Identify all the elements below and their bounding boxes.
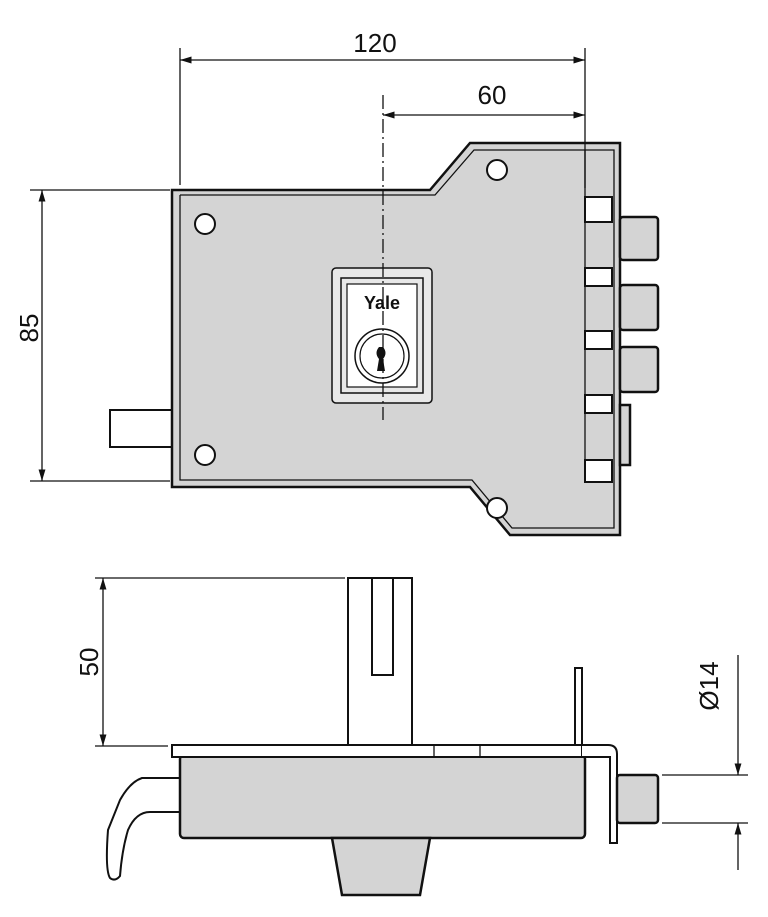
- dimension-lines-front: 120 60 85: [14, 28, 586, 482]
- dim-diameter-14: Ø14: [694, 661, 724, 710]
- handle-lever: [105, 777, 182, 881]
- bracket: [582, 744, 618, 844]
- dimension-lines-side: 50 Ø14: [74, 577, 748, 870]
- screw-hole-icon: [194, 213, 216, 235]
- screw-hole-icon: [194, 444, 216, 466]
- dim-120: 120: [353, 28, 396, 58]
- side-view: [105, 577, 660, 897]
- screw-hole-icon: [486, 497, 508, 519]
- dim-60: 60: [478, 80, 507, 110]
- yale-logo: Yale: [364, 293, 400, 313]
- latch-bolt-left: [109, 409, 175, 448]
- strike-tab: [574, 667, 583, 746]
- side-body: [178, 753, 587, 840]
- dim-85: 85: [14, 314, 44, 343]
- bolt-side: [615, 773, 660, 825]
- key-escutcheon: Yale: [331, 267, 433, 404]
- deadbolts: [618, 215, 660, 467]
- screw-hole-icon: [486, 159, 508, 181]
- dim-50: 50: [74, 648, 104, 677]
- cylinder-bottom: [330, 836, 432, 897]
- bolt-slots: [584, 196, 613, 483]
- front-view: Yale: [109, 95, 660, 537]
- mounting-plate: [171, 744, 583, 758]
